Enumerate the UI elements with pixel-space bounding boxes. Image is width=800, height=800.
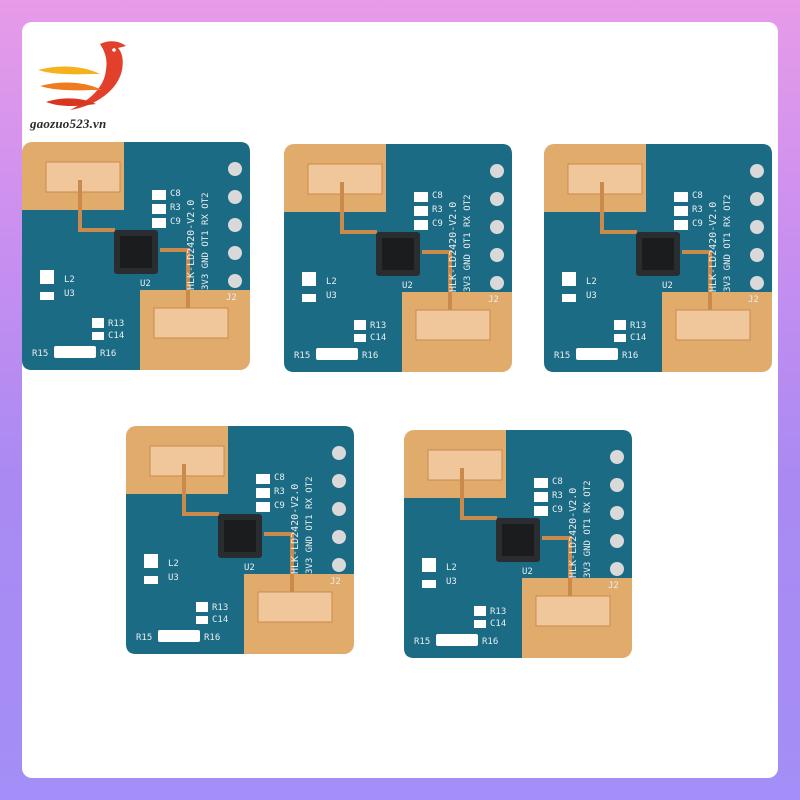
svg-text:C9: C9 xyxy=(552,505,563,515)
svg-text:R16: R16 xyxy=(482,637,498,647)
radar-module-5: HLK-LD2420-V2.0 3V3 GND OT1 RX OT2 C8 R3… xyxy=(402,428,634,660)
svg-text:R15: R15 xyxy=(414,637,430,647)
svg-text:R15: R15 xyxy=(32,349,48,359)
svg-text:U2: U2 xyxy=(522,567,533,577)
svg-text:U3: U3 xyxy=(446,577,457,587)
svg-text:C9: C9 xyxy=(274,501,285,511)
radar-module-4: HLK-LD2420-V2.0 3V3 GND OT1 RX OT2 C8 R3… xyxy=(124,424,356,656)
svg-text:C14: C14 xyxy=(108,331,124,341)
radar-module-3: HLK-LD2420-V2.0 3V3 GND OT1 RX OT2 C8 R3… xyxy=(542,142,774,374)
svg-text:HLK-LD2420-V2.0: HLK-LD2420-V2.0 xyxy=(568,488,579,578)
svg-text:L2: L2 xyxy=(326,277,337,287)
svg-text:C8: C8 xyxy=(274,473,285,483)
svg-text:3V3 GND OT1 RX OT2: 3V3 GND OT1 RX OT2 xyxy=(583,480,593,578)
svg-text:R13: R13 xyxy=(212,603,228,613)
svg-text:C9: C9 xyxy=(432,219,443,229)
svg-text:C8: C8 xyxy=(692,191,703,201)
svg-text:HLK-LD2420-V2.0: HLK-LD2420-V2.0 xyxy=(448,202,459,292)
svg-text:R15: R15 xyxy=(136,633,152,643)
svg-text:C14: C14 xyxy=(490,619,506,629)
radar-module-1: HLK-LD2420-V2.0 3V3 GND OT1 RX OT2 C8 R3… xyxy=(20,140,252,372)
svg-text:J2: J2 xyxy=(226,293,237,303)
svg-text:U3: U3 xyxy=(168,573,179,583)
site-name: gaozuo523.vn xyxy=(30,116,107,131)
svg-text:R15: R15 xyxy=(294,351,310,361)
svg-text:C9: C9 xyxy=(170,217,181,227)
svg-text:HLK-LD2420-V2.0: HLK-LD2420-V2.0 xyxy=(290,484,301,574)
svg-text:HLK-LD2420-V2.0: HLK-LD2420-V2.0 xyxy=(186,200,197,290)
svg-text:R15: R15 xyxy=(554,351,570,361)
svg-text:U3: U3 xyxy=(64,289,75,299)
svg-text:R3: R3 xyxy=(274,487,285,497)
svg-text:C14: C14 xyxy=(630,333,646,343)
svg-text:R16: R16 xyxy=(622,351,638,361)
pcb-board: HLK-LD2420-V2.0 3V3 GND OT1 RX OT2 C8 R3… xyxy=(22,142,250,370)
bird-flame-logo-icon xyxy=(38,41,126,110)
svg-text:C8: C8 xyxy=(170,189,181,199)
pcb-board: HLK-LD2420-V2.0 3V3 GND OT1 RX OT2 C8 R3… xyxy=(544,144,772,372)
svg-text:R3: R3 xyxy=(170,203,181,213)
svg-text:U2: U2 xyxy=(402,281,413,291)
svg-text:R16: R16 xyxy=(100,349,116,359)
pcb-board: HLK-LD2420-V2.0 3V3 GND OT1 RX OT2 C8 R3… xyxy=(126,426,354,654)
svg-text:HLK-LD2420-V2.0: HLK-LD2420-V2.0 xyxy=(708,202,719,292)
svg-text:U2: U2 xyxy=(662,281,673,291)
svg-text:3V3 GND OT1 RX OT2: 3V3 GND OT1 RX OT2 xyxy=(723,194,733,292)
svg-text:C14: C14 xyxy=(370,333,386,343)
pcb-board: HLK-LD2420-V2.0 3V3 GND OT1 RX OT2 C8 R3… xyxy=(284,144,512,372)
image-panel xyxy=(22,22,778,778)
svg-text:U3: U3 xyxy=(326,291,337,301)
svg-text:3V3 GND OT1 RX OT2: 3V3 GND OT1 RX OT2 xyxy=(201,192,211,290)
svg-text:U3: U3 xyxy=(586,291,597,301)
svg-text:R16: R16 xyxy=(362,351,378,361)
svg-text:3V3 GND OT1 RX OT2: 3V3 GND OT1 RX OT2 xyxy=(463,194,473,292)
svg-text:C9: C9 xyxy=(692,219,703,229)
svg-text:R13: R13 xyxy=(490,607,506,617)
svg-text:L2: L2 xyxy=(64,275,75,285)
svg-text:J2: J2 xyxy=(488,295,499,305)
svg-text:J2: J2 xyxy=(330,577,341,587)
svg-text:R3: R3 xyxy=(692,205,703,215)
svg-text:U2: U2 xyxy=(244,563,255,573)
svg-text:L2: L2 xyxy=(168,559,179,569)
svg-text:R16: R16 xyxy=(204,633,220,643)
svg-text:3V3 GND OT1 RX OT2: 3V3 GND OT1 RX OT2 xyxy=(305,476,315,574)
svg-text:R13: R13 xyxy=(630,321,646,331)
svg-text:R3: R3 xyxy=(432,205,443,215)
pcb-board: HLK-LD2420-V2.0 3V3 GND OT1 RX OT2 C8 R3… xyxy=(404,430,632,658)
svg-text:R3: R3 xyxy=(552,491,563,501)
svg-text:C14: C14 xyxy=(212,615,228,625)
svg-text:C8: C8 xyxy=(432,191,443,201)
svg-text:C8: C8 xyxy=(552,477,563,487)
svg-text:J2: J2 xyxy=(608,581,619,591)
svg-text:R13: R13 xyxy=(108,319,124,329)
svg-text:L2: L2 xyxy=(586,277,597,287)
brand-logo xyxy=(30,30,150,130)
svg-text:L2: L2 xyxy=(446,563,457,573)
svg-text:J2: J2 xyxy=(748,295,759,305)
svg-text:U2: U2 xyxy=(140,279,151,289)
radar-module-2: HLK-LD2420-V2.0 3V3 GND OT1 RX OT2 C8 R3… xyxy=(282,142,514,374)
svg-text:R13: R13 xyxy=(370,321,386,331)
